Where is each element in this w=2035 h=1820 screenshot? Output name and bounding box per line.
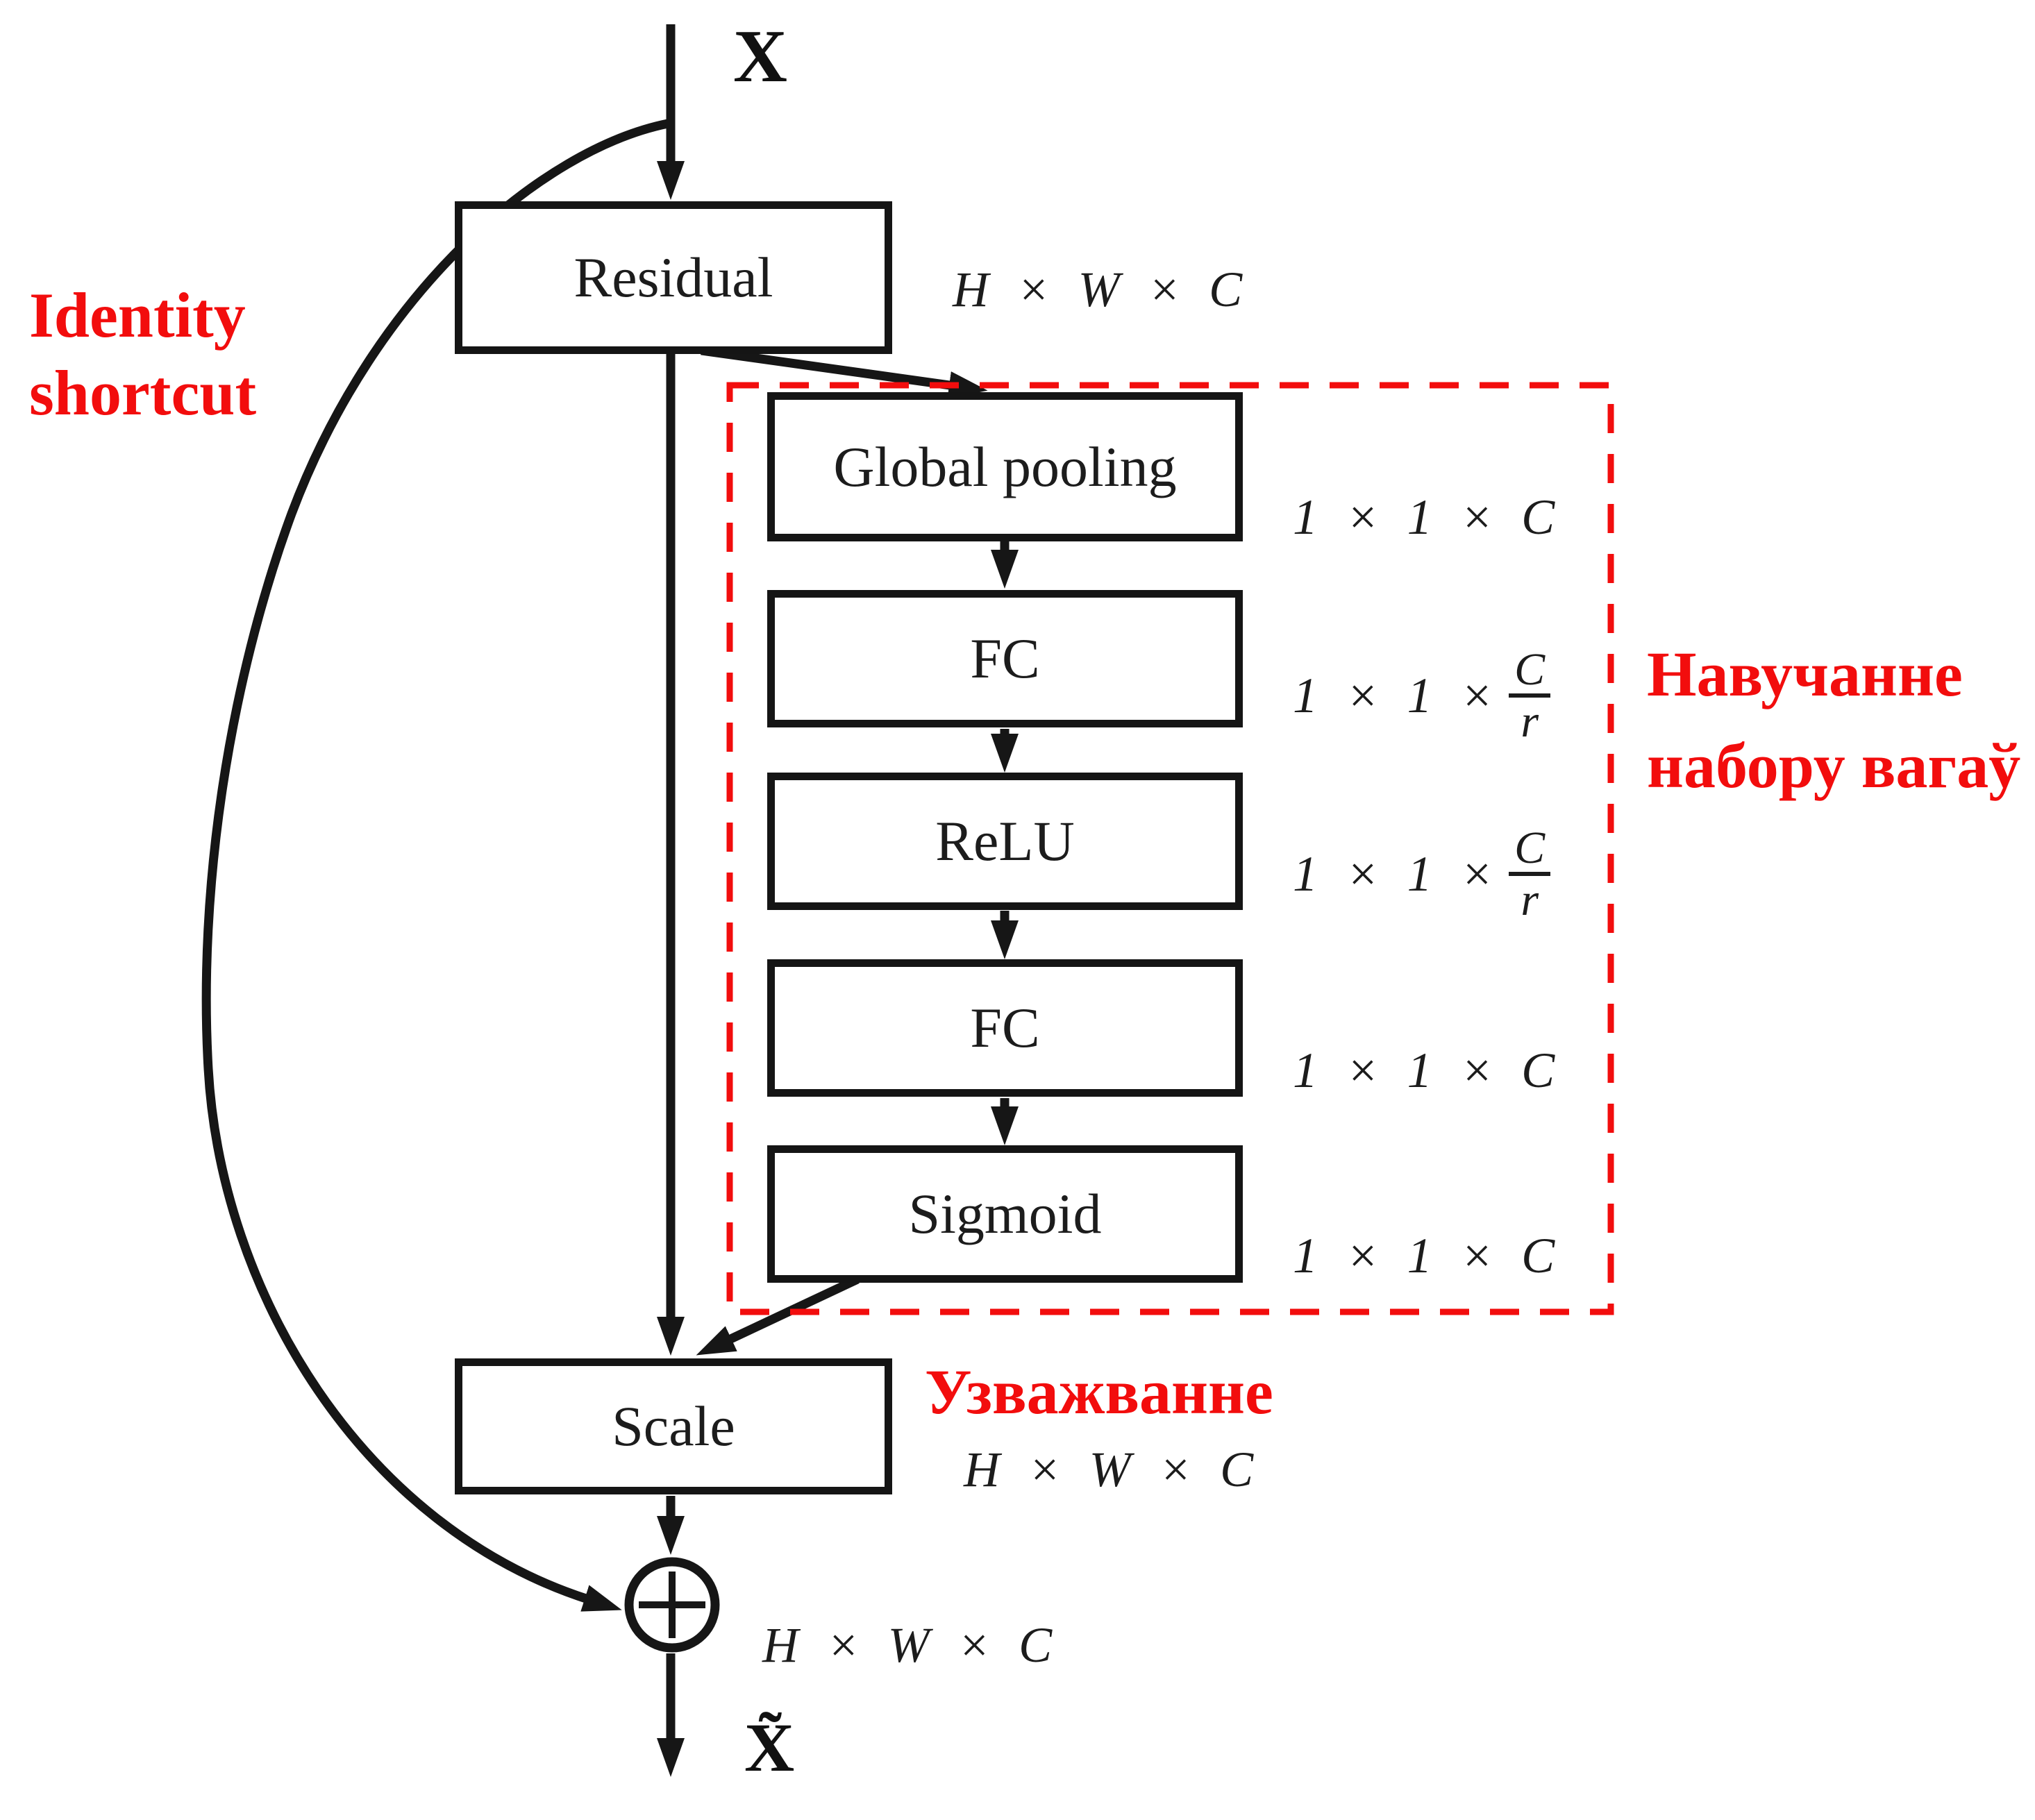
identity-shortcut-caption-line1: Identity (29, 280, 246, 351)
dim-relu-fraction: C r (1509, 824, 1551, 926)
dim-relu-prefix: 1 × 1 × (1293, 845, 1497, 902)
residual-to-pooling-arrow (701, 346, 988, 399)
dim-sum-output: H × W × C (762, 1617, 1055, 1673)
relu-box: ReLU (767, 773, 1243, 910)
dim-fc2: 1 × 1 × C (1293, 1043, 1558, 1098)
fc2-label: FC (970, 996, 1040, 1059)
weights-training-caption-line2: набору вагаў (1647, 730, 2021, 801)
sigmoid-box: Sigmoid (767, 1145, 1243, 1283)
relu-label: ReLU (935, 809, 1075, 873)
weighting-caption: Узважванне (925, 1356, 1273, 1427)
fc2-box: FC (767, 959, 1243, 1097)
dim-relu-numerator: C (1509, 824, 1551, 877)
dim-global-pooling: 1 × 1 × C (1293, 489, 1558, 545)
output-tensor-label: X̃ (744, 1709, 795, 1786)
input-tensor-label: X (733, 15, 787, 98)
dim-fc1: 1 × 1 × C r (1293, 646, 1551, 748)
dim-relu: 1 × 1 × C r (1293, 824, 1551, 926)
fc1-label: FC (970, 627, 1040, 690)
scale-label: Scale (612, 1395, 735, 1458)
plus-sum-icon (624, 1557, 720, 1653)
sigmoid-label: Sigmoid (908, 1182, 1102, 1245)
dim-sigmoid: 1 × 1 × C (1293, 1228, 1558, 1283)
global-pooling-label: Global pooling (833, 435, 1177, 498)
dim-fc1-denominator: r (1521, 696, 1539, 748)
dim-fc1-numerator: C (1509, 646, 1551, 698)
learned-weights-dashed-region (726, 382, 1614, 1315)
dim-residual-output: H × W × C (953, 262, 1246, 317)
dim-fc1-fraction: C r (1509, 646, 1551, 748)
identity-shortcut-caption-line2: shortcut (29, 357, 257, 428)
identity-shortcut-caption: Identity shortcut (29, 276, 256, 432)
dim-scale-output: H × W × C (964, 1442, 1257, 1497)
dim-relu-denominator: r (1521, 875, 1539, 926)
residual-box: Residual (455, 201, 892, 354)
residual-label: Residual (573, 246, 773, 309)
scale-box: Scale (455, 1358, 892, 1494)
fc1-box: FC (767, 590, 1243, 727)
weights-training-caption-line1: Навучанне (1647, 639, 1963, 709)
global-pooling-box: Global pooling (767, 392, 1243, 541)
dim-fc1-prefix: 1 × 1 × (1293, 667, 1497, 723)
weights-training-caption: Навучанне набору вагаў (1647, 628, 2020, 811)
